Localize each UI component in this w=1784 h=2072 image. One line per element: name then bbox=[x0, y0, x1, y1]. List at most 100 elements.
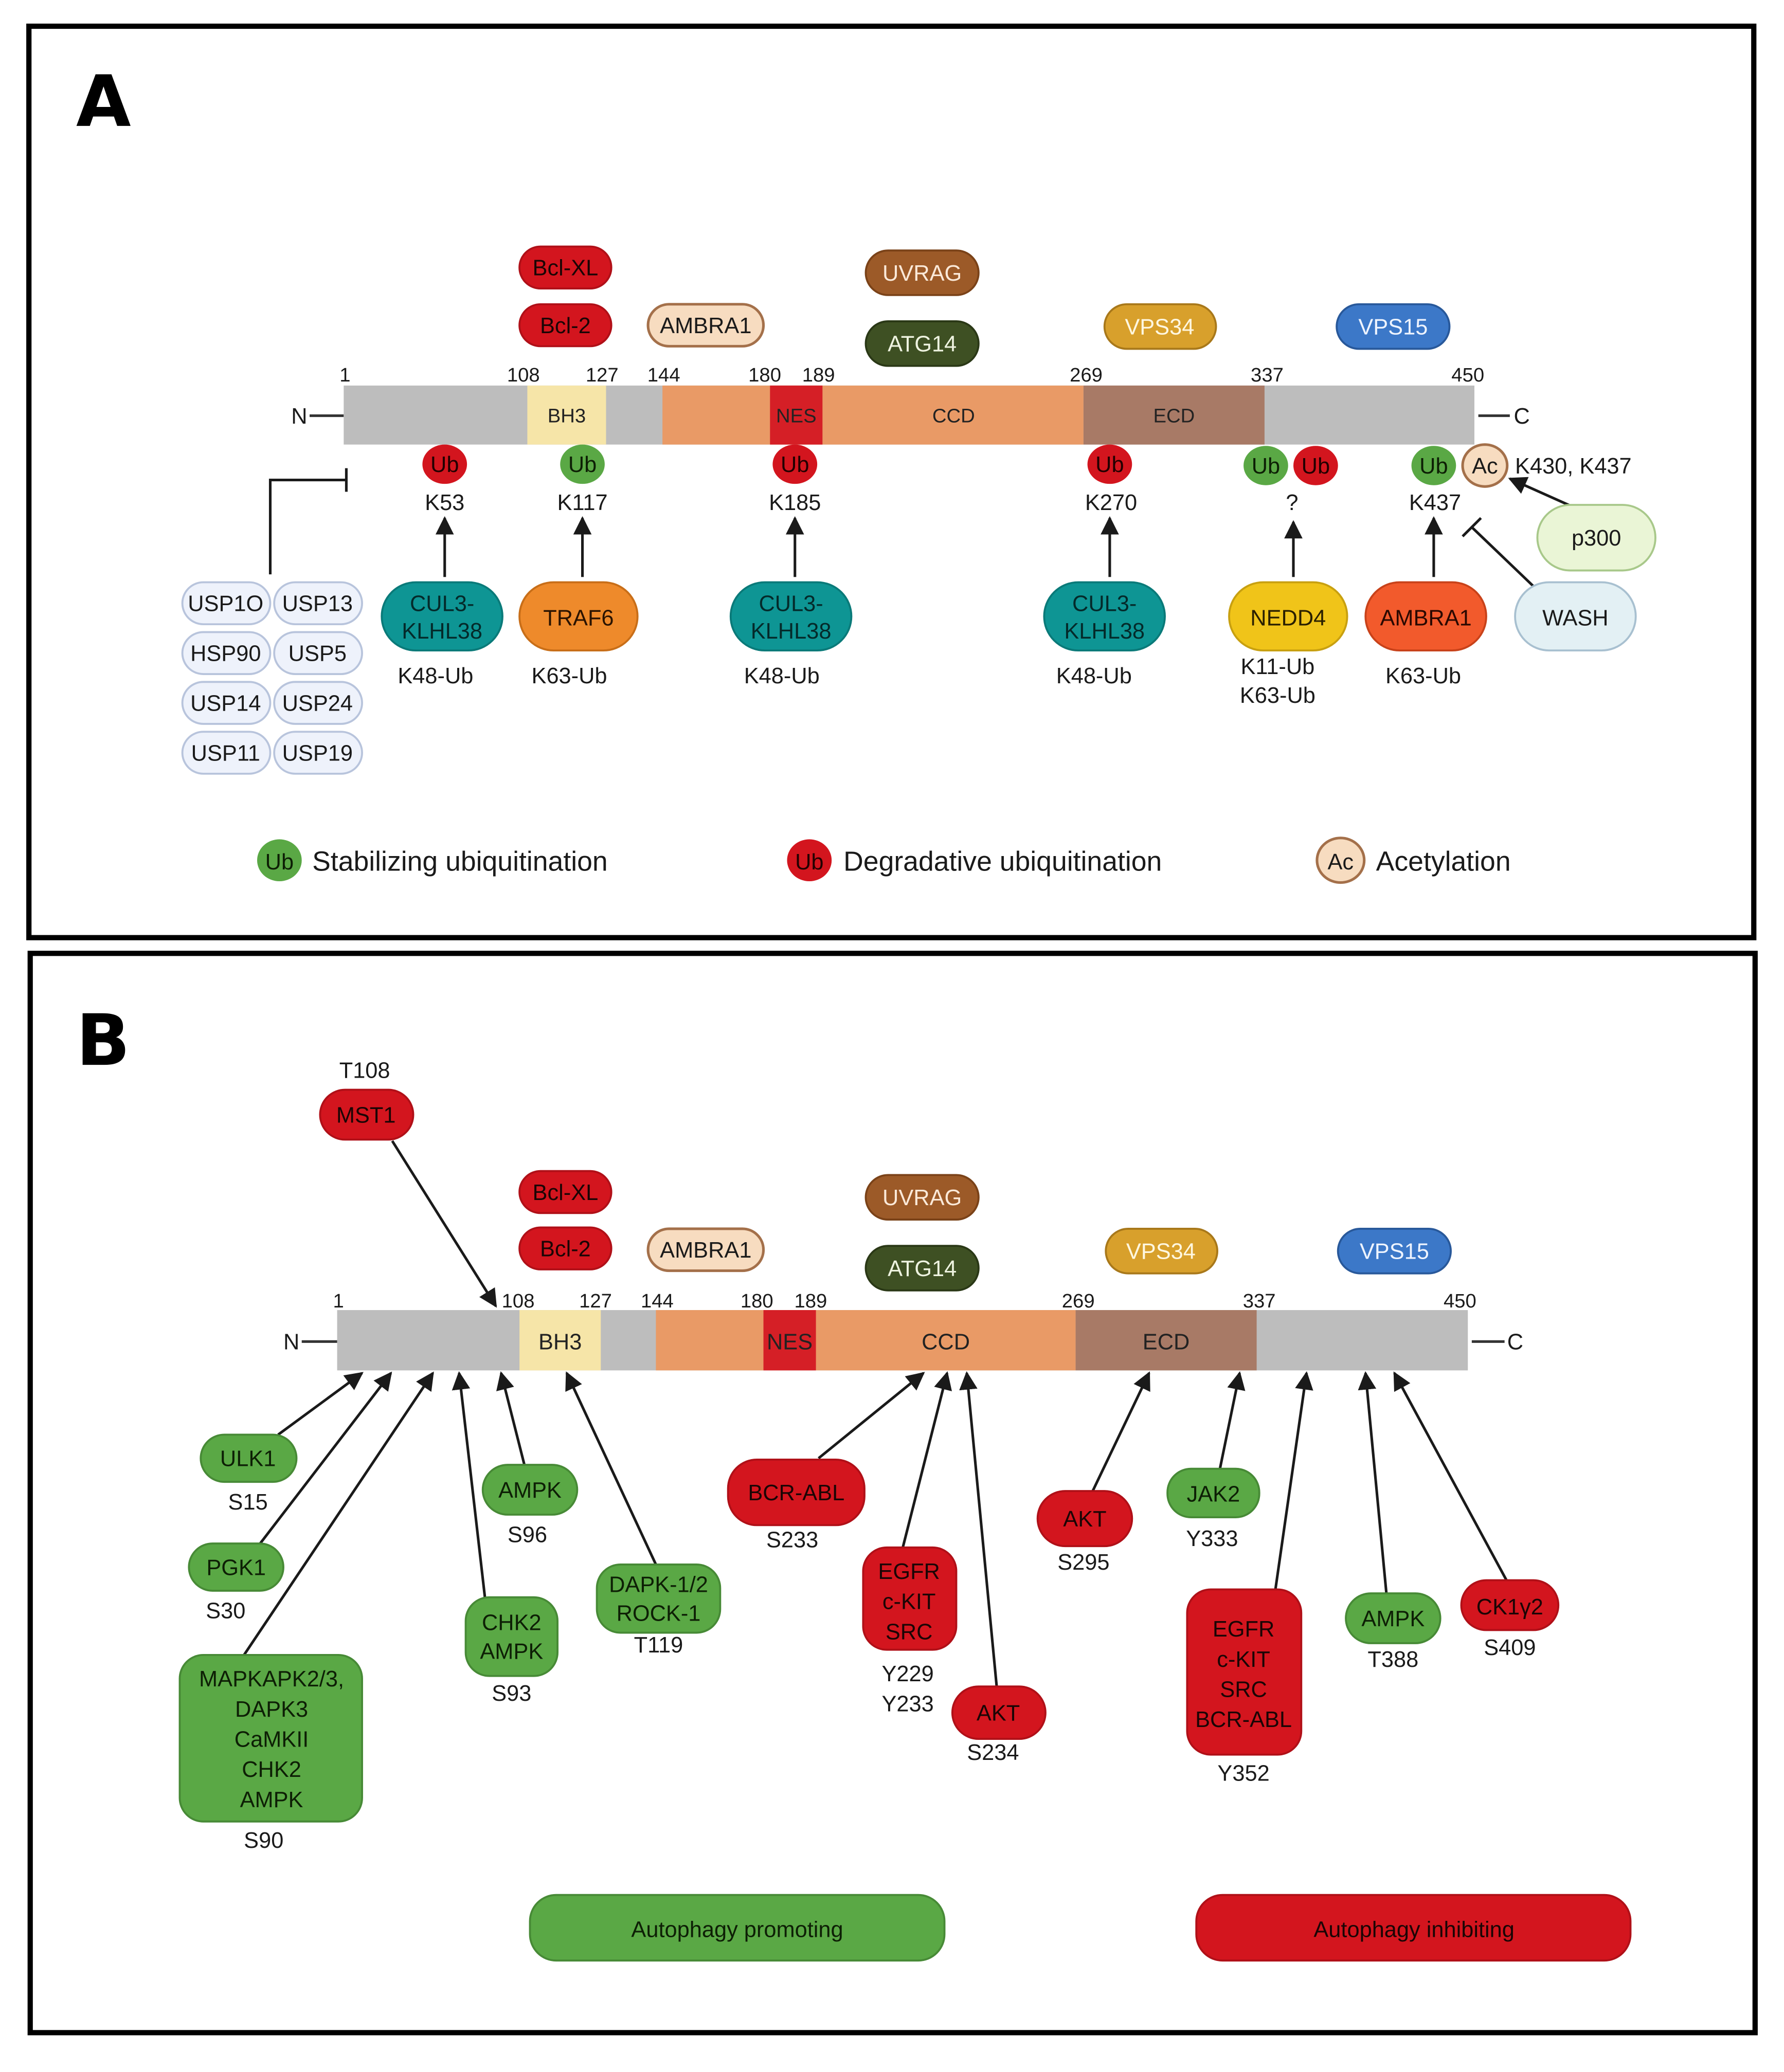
svg-text:VPS34: VPS34 bbox=[1126, 1240, 1196, 1264]
site-label: Y229 bbox=[881, 1662, 933, 1686]
svg-text:Stabilizing ubiquitination: Stabilizing ubiquitination bbox=[312, 847, 608, 877]
svg-text:TRAF6: TRAF6 bbox=[543, 606, 614, 631]
legend-item-stabilizing: Ub Stabilizing ubiquitination bbox=[257, 839, 608, 882]
ub-stabilizing-icon: Ub bbox=[1244, 446, 1288, 485]
svg-text:Ub: Ub bbox=[265, 850, 294, 875]
arrow-s295 bbox=[1091, 1371, 1150, 1492]
linkage-label: K63-Ub bbox=[1240, 683, 1316, 708]
svg-text:Ub: Ub bbox=[1302, 454, 1330, 479]
svg-text:CHK2: CHK2 bbox=[482, 1610, 542, 1635]
svg-text:VPS15: VPS15 bbox=[1358, 315, 1428, 339]
arrow-s233 bbox=[818, 1372, 925, 1460]
svg-text:WASH: WASH bbox=[1542, 606, 1608, 631]
svg-text:K185: K185 bbox=[769, 490, 821, 515]
svg-text:AMBRA1: AMBRA1 bbox=[1380, 606, 1471, 631]
svg-text:ATG14: ATG14 bbox=[888, 1257, 957, 1281]
binding-partner-ambra1: AMBRA1 bbox=[646, 303, 765, 348]
svg-text:Ub: Ub bbox=[430, 452, 459, 477]
svg-text:CaMKII: CaMKII bbox=[235, 1727, 309, 1752]
svg-text:Bcl-XL: Bcl-XL bbox=[533, 1180, 599, 1205]
legend-item-promoting: Autophagy promoting bbox=[529, 1894, 946, 1962]
inhibitor-wash: WASH bbox=[1514, 581, 1637, 652]
svg-text:K437: K437 bbox=[1409, 490, 1461, 515]
binding-partner-vps34: VPS34 bbox=[1103, 303, 1217, 350]
inhibition-line bbox=[1471, 526, 1536, 589]
svg-text:Acetylation: Acetylation bbox=[1376, 847, 1511, 877]
kinase-jak2: JAK2 bbox=[1166, 1467, 1260, 1518]
svg-text:BCR-ABL: BCR-ABL bbox=[1195, 1707, 1292, 1732]
svg-text:PGK1: PGK1 bbox=[206, 1555, 266, 1580]
svg-text:Ub: Ub bbox=[1419, 454, 1448, 479]
svg-text:C: C bbox=[1514, 404, 1530, 429]
svg-text:EGFR: EGFR bbox=[1213, 1617, 1274, 1642]
domain-ccd bbox=[662, 385, 1084, 445]
enzyme-p300: p300 bbox=[1536, 504, 1656, 572]
site-label: T119 bbox=[634, 1633, 683, 1658]
ub-degradative-icon: Ub bbox=[1087, 444, 1132, 484]
svg-text:Bcl-XL: Bcl-XL bbox=[533, 256, 599, 281]
domain-nes bbox=[763, 1310, 816, 1371]
domain-ecd bbox=[1083, 385, 1265, 445]
arrows-a bbox=[268, 468, 1572, 589]
svg-text:Autophagy promoting: Autophagy promoting bbox=[631, 1917, 843, 1942]
binding-partner-atg14: ATG14 bbox=[864, 1245, 980, 1292]
enzyme-traf6: TRAF6 bbox=[518, 581, 639, 652]
linkage-label: K48-Ub bbox=[398, 664, 473, 688]
enzyme-cul3-klhl38: CUL3- KLHL38 bbox=[381, 581, 503, 652]
svg-text:ULK1: ULK1 bbox=[220, 1447, 276, 1471]
site-label: S90 bbox=[244, 1828, 283, 1853]
domain-bh3 bbox=[519, 1310, 601, 1371]
svg-text:c-KIT: c-KIT bbox=[1217, 1647, 1270, 1672]
svg-text:BCR-ABL: BCR-ABL bbox=[748, 1481, 844, 1505]
svg-text:KLHL38: KLHL38 bbox=[402, 619, 482, 644]
domain-bh3 bbox=[527, 385, 606, 445]
binding-partner-atg14: ATG14 bbox=[864, 320, 980, 367]
svg-text:VPS34: VPS34 bbox=[1125, 315, 1194, 339]
dub-usp11: USP11 bbox=[181, 731, 272, 775]
site-label: Y333 bbox=[1186, 1526, 1238, 1551]
svg-text:127: 127 bbox=[579, 1290, 612, 1312]
kinase-group-t119: DAPK-1/2 ROCK-1 bbox=[596, 1563, 722, 1634]
svg-text:AKT: AKT bbox=[1063, 1507, 1106, 1532]
svg-text:UVRAG: UVRAG bbox=[882, 1186, 962, 1210]
svg-text:K53: K53 bbox=[425, 490, 464, 515]
site-label: S15 bbox=[228, 1490, 268, 1515]
svg-text:C: C bbox=[1507, 1330, 1523, 1355]
residue-labels-a: K53 K117 K185 K270 ? K437 bbox=[425, 490, 1461, 515]
svg-text:Ub: Ub bbox=[795, 850, 823, 875]
svg-text:EGFR: EGFR bbox=[878, 1559, 940, 1584]
svg-text:CCD: CCD bbox=[932, 405, 975, 427]
binding-partner-vps15: VPS15 bbox=[1336, 303, 1451, 350]
site-label: Y352 bbox=[1217, 1761, 1269, 1786]
position-ticks-b: 1 108 127 144 180 189 269 337 450 bbox=[333, 1290, 1476, 1312]
svg-text:USP19: USP19 bbox=[282, 741, 353, 766]
panel-a: A Bcl-XL Bcl-2 AMBRA1 UVRAG ATG14 VPS34 bbox=[26, 23, 1757, 940]
dub-usp19: USP19 bbox=[273, 731, 363, 775]
svg-text:USP14: USP14 bbox=[190, 691, 261, 716]
svg-text:1: 1 bbox=[333, 1290, 344, 1312]
inhibition-bar bbox=[1462, 517, 1482, 538]
svg-text:AKT: AKT bbox=[977, 1701, 1020, 1725]
svg-text:Bcl-2: Bcl-2 bbox=[540, 314, 591, 338]
domain-ccd bbox=[656, 1310, 1076, 1371]
site-label: Y233 bbox=[881, 1692, 933, 1717]
inhibition-line bbox=[268, 478, 347, 575]
ac-acetylation-icon: Ac bbox=[1461, 443, 1509, 488]
arrow-pgk1 bbox=[256, 1371, 392, 1549]
svg-text:MAPKAPK2/3,: MAPKAPK2/3, bbox=[199, 1667, 344, 1692]
svg-text:HSP90: HSP90 bbox=[190, 642, 261, 666]
protein-bar-b: N BH3 NES CCD ECD C bbox=[283, 1310, 1523, 1371]
binding-partner-bclxl: Bcl-XL bbox=[518, 245, 612, 290]
kinase-group-s90: MAPKAPK2/3, DAPK3 CaMKII CHK2 AMPK bbox=[178, 1653, 363, 1823]
legend-item-degradative: Ub Degradative ubiquitination bbox=[787, 839, 1162, 882]
svg-text:USP24: USP24 bbox=[282, 691, 353, 716]
domain-nes bbox=[770, 385, 823, 445]
svg-text:ROCK-1: ROCK-1 bbox=[617, 1602, 701, 1626]
svg-text:AMBRA1: AMBRA1 bbox=[660, 1238, 751, 1263]
svg-text:?: ? bbox=[1286, 490, 1298, 515]
protein-bar-a: N BH3 NES CCD ECD C bbox=[291, 385, 1530, 445]
linkage-label: K63-Ub bbox=[532, 664, 607, 688]
enzyme-cul3-klhl38: CUL3- KLHL38 bbox=[1043, 581, 1166, 652]
svg-text:CK1γ2: CK1γ2 bbox=[1476, 1595, 1543, 1620]
linkage-label: K11-Ub bbox=[1240, 655, 1314, 679]
